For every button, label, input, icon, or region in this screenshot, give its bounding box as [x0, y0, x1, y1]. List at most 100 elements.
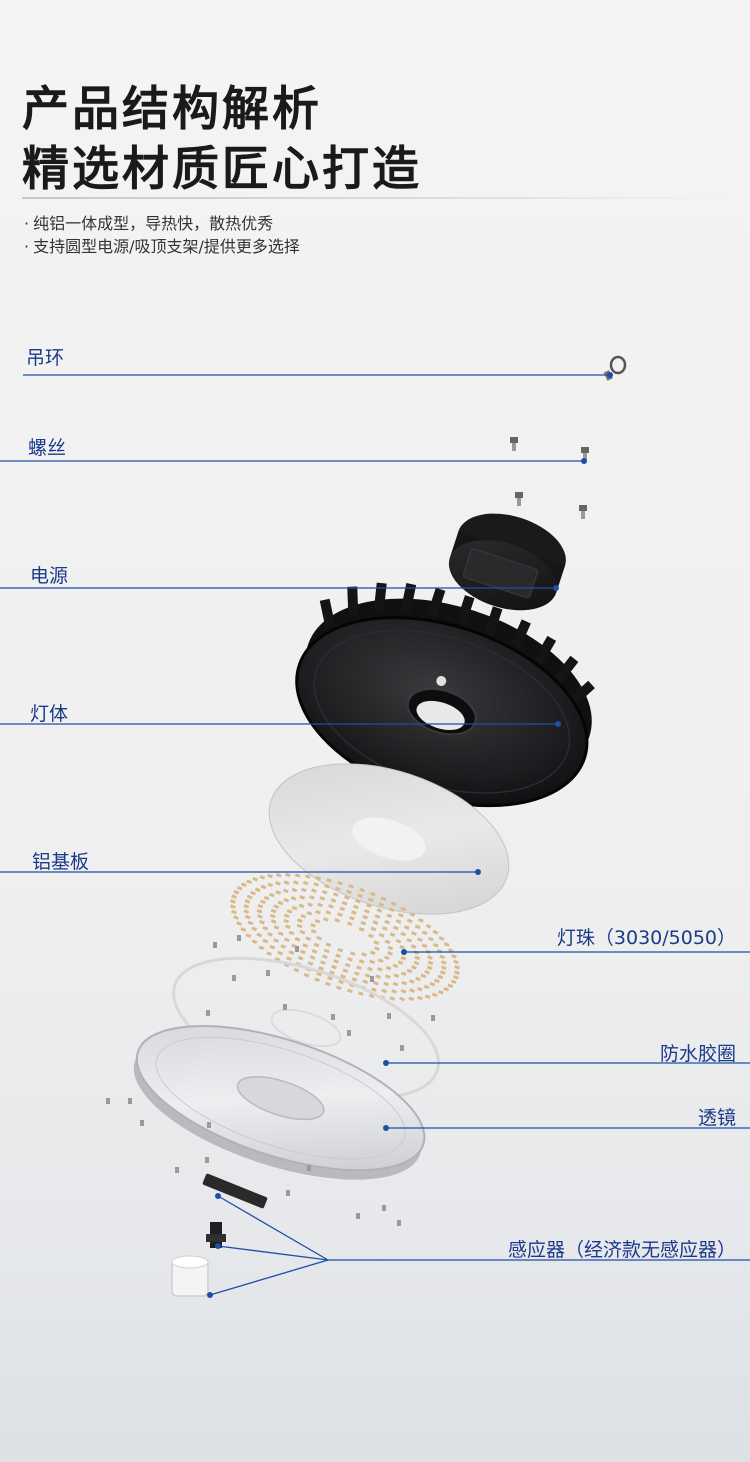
led-bead [384, 939, 391, 945]
led-bead [324, 884, 330, 889]
small-screw [207, 1122, 211, 1128]
led-bead [384, 919, 391, 925]
led-bead [315, 875, 322, 881]
feature-bullet-text: 纯铝一体成型，导热快，散热优秀 [33, 214, 274, 233]
led-bead [269, 913, 276, 919]
small-screw [213, 942, 217, 948]
led-bead [260, 884, 267, 890]
leader-line-sensor-cap [209, 1259, 329, 1296]
led-bead [406, 918, 413, 924]
led-bead [403, 925, 410, 930]
sensor-icon [171, 1173, 268, 1297]
led-bead [367, 966, 373, 972]
led-bead [335, 886, 341, 892]
led-bead [387, 945, 394, 951]
led-bead [230, 904, 236, 909]
led-bead [333, 959, 339, 964]
led-bead [359, 887, 365, 893]
led-bead [381, 926, 388, 931]
led-bead [423, 984, 430, 990]
led-bead [372, 920, 379, 925]
led-bead [370, 926, 377, 932]
led-bead [340, 974, 346, 979]
leader-lines [0, 374, 750, 1296]
led-bead [383, 981, 390, 987]
led-bead [364, 973, 371, 978]
led-bead [341, 900, 348, 906]
led-bead [353, 971, 360, 976]
led-bead [346, 921, 353, 927]
led-bead [386, 913, 393, 919]
led-bead [400, 906, 407, 912]
led-bead [245, 933, 252, 938]
led-bead [298, 903, 305, 909]
led-bead [376, 908, 383, 913]
led-bead [252, 876, 259, 882]
led-bead [348, 883, 354, 889]
led-bead [358, 991, 364, 996]
led-bead [443, 986, 449, 992]
led-bead [297, 955, 304, 961]
small-screw [347, 1030, 351, 1036]
led-bead [380, 896, 387, 902]
small-screw [237, 935, 241, 941]
led-bead [236, 885, 243, 891]
led-bead [400, 955, 407, 961]
led-bead [408, 979, 415, 984]
led-bead [367, 897, 374, 903]
led-bead [411, 931, 417, 936]
led-bead [451, 954, 457, 959]
led-bead [406, 968, 413, 974]
led-bead [263, 895, 270, 901]
led-bead [440, 965, 447, 970]
eye-bolt-ring-icon [603, 355, 627, 381]
led-bead [427, 955, 433, 960]
led-bead [453, 959, 459, 965]
part-label-pcb: 铝基板 [32, 851, 90, 873]
led-bead [283, 918, 289, 924]
led-bead [349, 951, 356, 956]
led-bead [399, 996, 406, 1002]
led-bead [300, 887, 307, 893]
led-bead [362, 979, 369, 985]
led-bead [409, 912, 416, 917]
led-bead [277, 931, 284, 936]
led-bead [322, 917, 329, 922]
led-bead [432, 942, 439, 948]
leader-line-sensor-connector [217, 1245, 329, 1261]
led-bead [259, 919, 265, 925]
small-screw [295, 946, 299, 952]
led-bead [346, 889, 352, 895]
led-bead [273, 938, 279, 943]
led-bead [299, 949, 306, 955]
led-bead [254, 887, 261, 893]
led-bead [416, 995, 423, 1001]
led-bead [283, 897, 290, 903]
led-bead [284, 924, 291, 929]
led-bead [387, 951, 393, 956]
led-bead [392, 981, 399, 987]
led-bead [447, 983, 454, 989]
led-bead [290, 896, 297, 901]
led-bead [439, 970, 446, 975]
led-bead [421, 943, 428, 949]
led-bead [267, 873, 274, 879]
small-screw [128, 1098, 132, 1104]
led-bead [362, 914, 368, 920]
led-bead [360, 920, 367, 926]
led-bead [374, 914, 381, 919]
led-bead [338, 979, 344, 985]
led-bead [334, 918, 341, 923]
led-bead [325, 910, 332, 915]
led-bead [233, 889, 240, 895]
part-label-screw: 螺丝 [28, 437, 67, 459]
led-bead [257, 914, 263, 919]
led-bead [326, 878, 332, 883]
led-bead [283, 913, 290, 919]
led-bead [319, 896, 326, 901]
led-bead [358, 927, 365, 932]
led-bead [304, 874, 311, 879]
led-bead [348, 915, 355, 921]
led-bead [353, 904, 359, 910]
led-bead [366, 903, 372, 908]
